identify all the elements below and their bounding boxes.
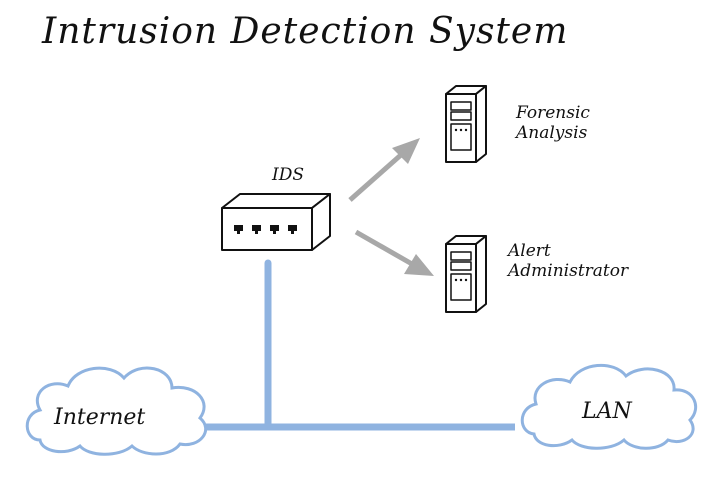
ids-device-icon — [221, 193, 331, 251]
alert-label-line2: Administrator — [506, 261, 629, 281]
forensic-label-line1: Forensic — [515, 103, 590, 123]
alert-label-line1: Alert — [506, 241, 551, 261]
arrow-to-alert-icon — [354, 229, 434, 276]
alert-server-icon — [445, 235, 487, 313]
lan-cloud-icon — [520, 363, 697, 450]
lan-label: LAN — [581, 399, 632, 424]
internet-cloud-icon — [25, 366, 208, 456]
ids-label: IDS — [271, 165, 304, 185]
diagram-title: Intrusion Detection System — [41, 11, 568, 52]
forensic-server-icon — [445, 85, 487, 163]
internet-label: Internet — [53, 405, 145, 430]
forensic-label-line2: Analysis — [514, 123, 588, 143]
arrow-to-forensic-icon — [348, 138, 420, 202]
